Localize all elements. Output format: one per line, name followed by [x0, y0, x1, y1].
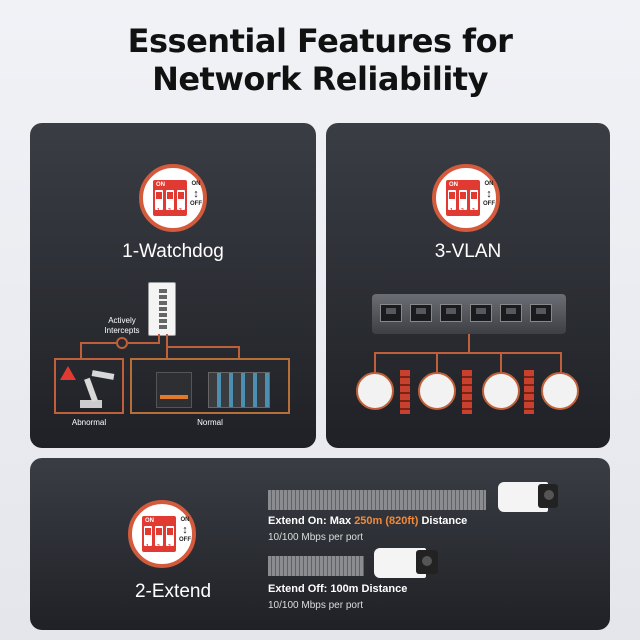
- dip-number: 1: [157, 208, 160, 214]
- firewall-icon: [462, 370, 472, 414]
- controller-device-icon: [482, 372, 520, 410]
- abnormal-box: [54, 358, 124, 414]
- dip-number: 2: [461, 208, 464, 214]
- extend-on-speed: 10/100 Mbps per port: [268, 532, 364, 543]
- extend-off-speed: 10/100 Mbps per port: [268, 600, 364, 611]
- abnormal-label: Abnormal: [71, 418, 107, 427]
- dip-number: 3: [168, 544, 171, 550]
- dip-number: 2: [157, 544, 160, 550]
- camera-icon: [374, 544, 440, 584]
- normal-box: [130, 358, 290, 414]
- poe-switch-icon: [148, 282, 176, 336]
- dip-number: 3: [472, 208, 475, 214]
- plc-device-icon: [541, 372, 579, 410]
- controller-icon: [156, 372, 192, 408]
- camera-device-icon: [356, 372, 394, 410]
- plc-icon: [208, 372, 270, 408]
- intercept-label: Actively Intercepts: [104, 316, 140, 335]
- firewall-icon: [400, 370, 410, 414]
- dip-number: 3: [179, 208, 182, 214]
- firewall-icon: [524, 370, 534, 414]
- network-switch-icon: [372, 294, 566, 334]
- extend-on-text: Extend On: Max 250m (820ft) Distance: [268, 515, 468, 527]
- extend-off-text: Extend Off: 100m Distance: [268, 583, 408, 595]
- robot-device-icon: [418, 372, 456, 410]
- page-title: Essential Features for Network Reliabili…: [127, 22, 513, 98]
- dip-number: 2: [168, 208, 171, 214]
- warning-icon: [60, 366, 76, 380]
- vlan-label: 3-VLAN: [434, 241, 502, 262]
- extend-label: 2-Extend: [134, 581, 212, 602]
- normal-label: Normal: [197, 418, 223, 427]
- camera-icon: [498, 478, 560, 518]
- block-icon: [116, 337, 128, 349]
- distance-bar-on: [268, 490, 486, 510]
- dip-number: 1: [146, 544, 149, 550]
- watchdog-label: 1-Watchdog: [122, 241, 224, 262]
- robot-arm-icon: [76, 368, 116, 410]
- dip-number: 1: [450, 208, 453, 214]
- distance-bar-off: [268, 556, 364, 576]
